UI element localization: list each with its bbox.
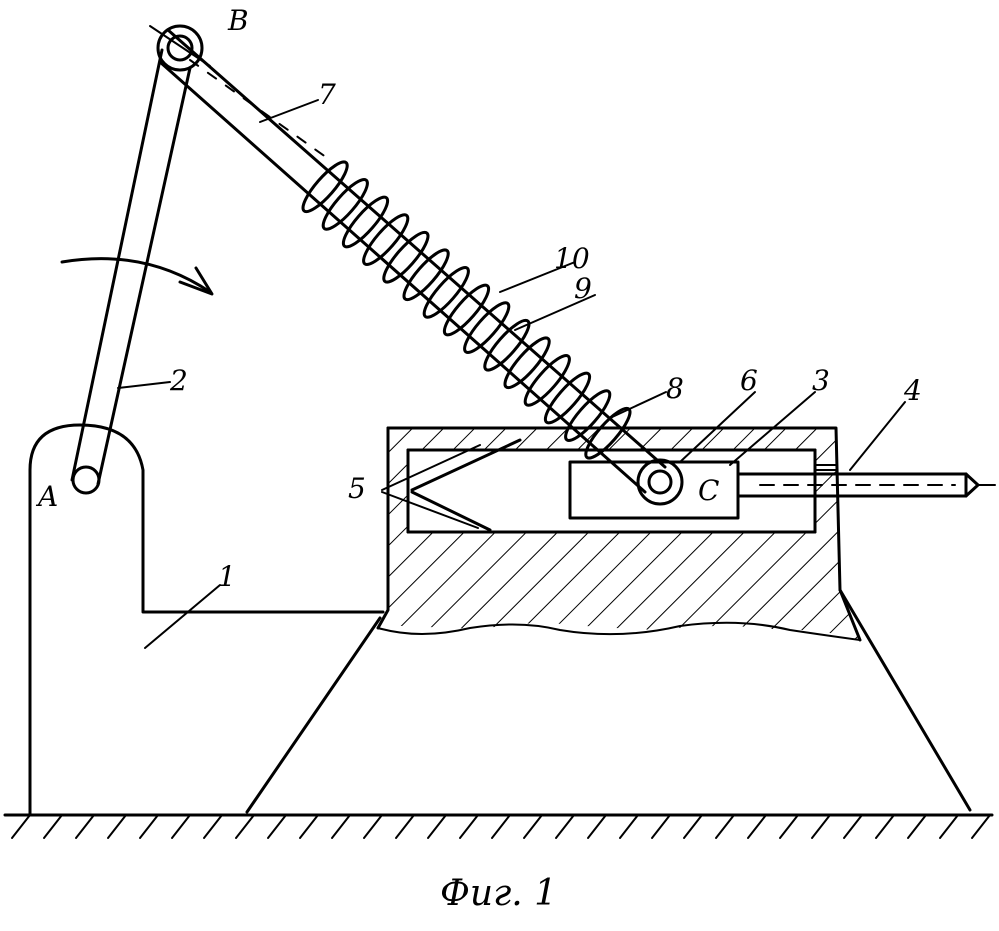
spring-coil xyxy=(422,266,470,319)
leader-lines xyxy=(117,99,906,649)
spring-coil xyxy=(483,318,531,372)
ground-hatch-stroke xyxy=(363,814,383,839)
label-point-a: A xyxy=(35,480,58,513)
ground-hatch-stroke xyxy=(331,814,351,839)
ground-hatch-stroke xyxy=(907,814,927,839)
ground-hatch-stroke xyxy=(459,814,479,839)
spring-coil xyxy=(543,371,592,425)
pivot-c xyxy=(636,458,684,506)
ground-hatch-stroke xyxy=(747,814,767,839)
spring-coil xyxy=(382,230,430,284)
label-part-8: 8 xyxy=(666,372,684,405)
spring-coil xyxy=(362,213,410,266)
spring-coil xyxy=(463,301,511,354)
label-part-7: 7 xyxy=(318,78,336,111)
ground-hatch-stroke xyxy=(299,814,319,839)
ground-hatch-stroke xyxy=(779,814,799,839)
label-point-c: C xyxy=(698,474,719,507)
spring-coil xyxy=(321,178,369,231)
base-support xyxy=(245,588,972,814)
ground-hatch-stroke xyxy=(683,814,703,839)
ground-hatch-stroke xyxy=(523,814,543,839)
ground-hatch-stroke xyxy=(619,814,639,839)
rotation-arrow xyxy=(60,257,214,296)
spring-coil xyxy=(564,389,612,442)
spring-coil xyxy=(341,195,390,249)
ground-hatch-stroke xyxy=(971,814,991,839)
figure-caption: Фиг. 1 xyxy=(440,873,557,914)
ground-hatch-stroke xyxy=(715,814,735,839)
label-point-b: B xyxy=(227,4,249,37)
label-part-5: 5 xyxy=(348,472,366,505)
spring-coil xyxy=(301,160,349,214)
label-part-1: 1 xyxy=(218,560,236,593)
ground-hatch-stroke xyxy=(107,814,127,839)
ground-hatching xyxy=(11,814,991,839)
spring-coil xyxy=(402,248,450,302)
labels: B A C 1 2 3 4 5 6 7 8 9 10 Фиг. 1 xyxy=(35,4,922,914)
rod xyxy=(736,472,996,498)
stand-body xyxy=(28,423,385,817)
ground-hatch-stroke xyxy=(75,814,95,839)
ground-hatch-stroke xyxy=(587,814,607,839)
wedges xyxy=(410,438,522,532)
spring-coils xyxy=(301,160,632,460)
ground xyxy=(3,813,994,839)
ground-hatch-stroke xyxy=(811,814,831,839)
pivot-b xyxy=(149,24,211,72)
ground-hatch-stroke xyxy=(235,814,255,839)
ground-hatch-stroke xyxy=(491,814,511,839)
pivot-a xyxy=(71,465,101,495)
ground-hatch-stroke xyxy=(843,814,863,839)
ground-hatch-stroke xyxy=(939,814,959,839)
ground-hatch-stroke xyxy=(11,814,31,839)
label-part-10: 10 xyxy=(554,242,590,275)
ground-hatch-stroke xyxy=(875,814,895,839)
label-part-6: 6 xyxy=(740,364,758,397)
ground-hatch-stroke xyxy=(395,814,415,839)
housing xyxy=(376,426,862,642)
ground-hatch-stroke xyxy=(43,814,63,839)
crank-link xyxy=(70,48,192,486)
ground-hatch-stroke xyxy=(139,814,159,839)
spring-coil xyxy=(523,354,571,407)
spring-coil xyxy=(503,336,551,390)
label-part-2: 2 xyxy=(169,364,188,397)
label-part-4: 4 xyxy=(903,374,922,407)
ground-hatch-stroke xyxy=(427,814,447,839)
label-part-3: 3 xyxy=(812,364,830,397)
ground-hatch-stroke xyxy=(171,814,191,839)
ground-hatch-stroke xyxy=(651,814,671,839)
ground-hatch-stroke xyxy=(267,814,287,839)
label-part-9: 9 xyxy=(574,272,592,305)
ground-hatch-stroke xyxy=(203,814,223,839)
spring-coil xyxy=(442,283,491,337)
ground-hatch-stroke xyxy=(555,814,575,839)
